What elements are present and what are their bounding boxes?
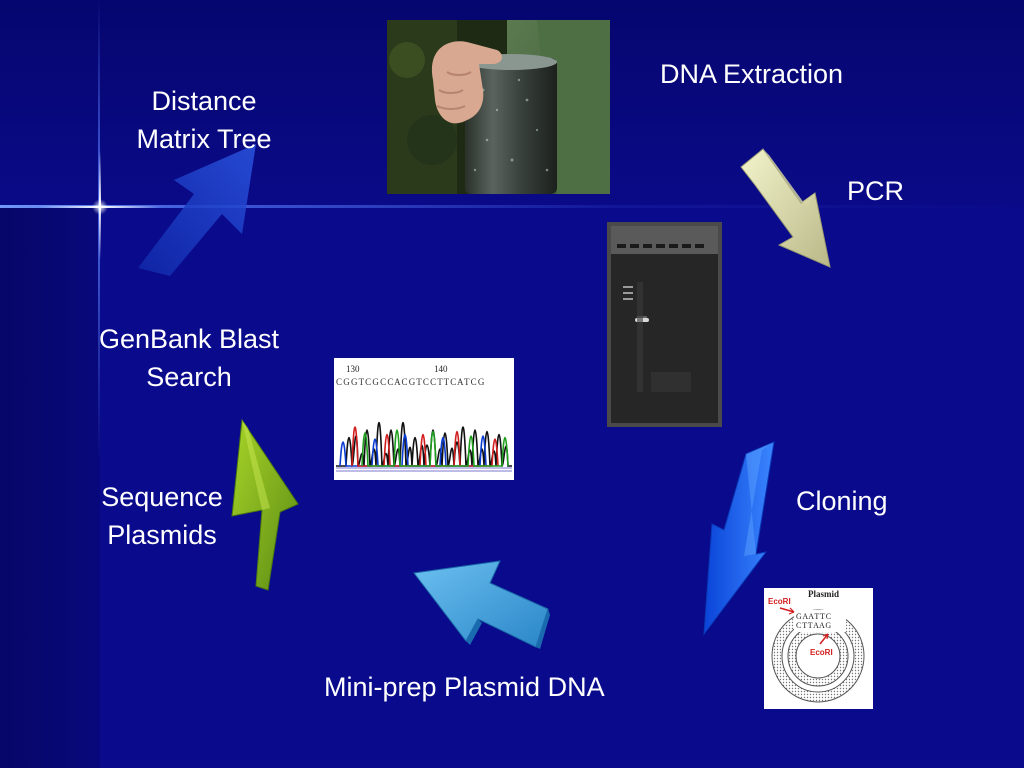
chromatogram-tick-140: 140: [434, 364, 448, 374]
step-distance-line1: Distance: [151, 86, 257, 116]
arrow-to-genbank: [231, 418, 299, 591]
step-cloning: Cloning: [796, 486, 888, 516]
gel-electrophoresis-photo: [607, 222, 722, 427]
plasmid-seq-bottom: C T T A A G: [796, 621, 831, 630]
plasmid-ecori-bottom: EcoRI: [810, 648, 833, 657]
step-genbank-blast: GenBank Blast Search: [72, 320, 306, 396]
step-genbank-line2: Search: [146, 362, 232, 392]
step-distance-line2: Matrix Tree: [136, 124, 272, 154]
step-genbank-line1: GenBank Blast: [98, 324, 280, 354]
sparkle-center: [92, 199, 108, 215]
plasmid-title: Plasmid: [808, 589, 840, 599]
step-sequence-plasmids: Sequence Plasmids: [84, 478, 240, 554]
step-miniprep: Mini-prep Plasmid DNA: [324, 672, 605, 702]
chromatogram-bases: C G G T C G C C A C G T C C T T C A T C …: [336, 377, 484, 387]
plasmid-seq-top: G A A T T C: [796, 612, 831, 621]
arrow-to-pcr: [740, 148, 831, 268]
arrow-to-distance-tree: [138, 144, 256, 276]
background-left-band: [0, 207, 100, 768]
sequence-chromatogram: 130 140 C G G T C G C C A C G T C C T T …: [334, 358, 514, 480]
background-horizontal-line: [0, 205, 1024, 208]
step-sequence-line2: Plasmids: [107, 520, 217, 550]
soil-core-photo: [387, 20, 610, 194]
step-pcr: PCR: [847, 176, 905, 206]
plasmid-diagram: Plasmid EcoRI G A A T T C C T T A A G Ec…: [764, 588, 873, 709]
step-distance-matrix: Distance Matrix Tree: [112, 82, 296, 158]
step-dna-extraction: DNA Extraction: [660, 59, 844, 89]
arrow-to-cloning: [703, 441, 775, 636]
step-sequence-line1: Sequence: [101, 482, 223, 512]
arrow-to-miniprep: [413, 560, 550, 649]
chromatogram-tick-130: 130: [346, 364, 360, 374]
plasmid-ecori-top: EcoRI: [768, 597, 791, 606]
background-vertical-line: [98, 0, 100, 768]
